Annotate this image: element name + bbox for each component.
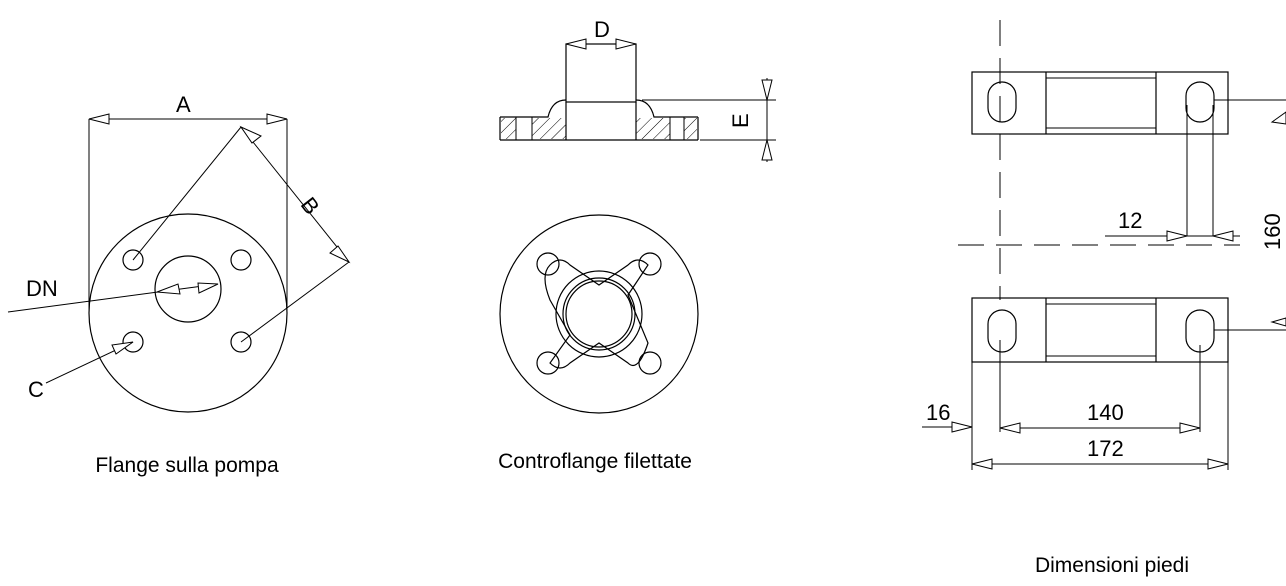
counterflange-top-view [499, 214, 699, 414]
dimension-a-label: A [176, 92, 191, 117]
counterflange-hole [536, 252, 560, 276]
dimension-172-label: 172 [1087, 436, 1124, 461]
dimension-172: 172 [971, 436, 1229, 470]
dimension-dn-label: DN [26, 276, 58, 301]
dimension-12: 12 [1105, 208, 1240, 242]
foot-bottom [971, 297, 1229, 363]
counterflange-hole [638, 351, 662, 375]
flange-outer-circle [88, 213, 288, 413]
dimension-160-label: 160 [1260, 213, 1285, 250]
dimension-c: C [28, 341, 134, 402]
dimension-140-label: 140 [1087, 400, 1124, 425]
dimension-e-label: E [728, 113, 753, 128]
counterflange-hole [638, 252, 662, 276]
counterflange-hole [536, 351, 560, 375]
dimension-b-label: B [296, 192, 325, 219]
counterflange-section [499, 43, 699, 141]
dimension-140: 140 [999, 400, 1201, 434]
dimension-16-label: 16 [926, 400, 950, 425]
dimension-c-label: C [28, 377, 44, 402]
dimension-12-label: 12 [1118, 208, 1142, 233]
dimension-d: D [565, 17, 637, 50]
flange-bore-circle [154, 255, 222, 323]
flange-caption: Flange sulla pompa [95, 454, 279, 477]
foot-top [971, 71, 1229, 135]
dimension-b: B [132, 125, 351, 343]
dimension-16: 16 [922, 400, 973, 433]
feet-view: 12 160 16 140 172 Dimensioni pie [922, 20, 1286, 577]
flange-bolt-hole [230, 331, 252, 353]
flange-bolt-hole [230, 249, 252, 271]
foot-slot [1185, 81, 1215, 123]
flange-bolt-hole [122, 331, 144, 353]
dimension-a: A [88, 92, 288, 313]
foot-slot [987, 81, 1017, 123]
flange-view: A B DN C Flange sulla pompa [7, 92, 351, 477]
counterflange-caption: Controflange filettate [498, 450, 692, 473]
feet-caption: Dimensioni piedi [1035, 554, 1189, 577]
dimension-e: E [642, 78, 776, 162]
dimension-dn: DN [7, 276, 219, 313]
counterflange-view: D E Controflange filettate [498, 17, 776, 473]
foot-slot [987, 309, 1017, 353]
dimension-d-label: D [594, 17, 610, 42]
flange-bolt-hole [122, 249, 144, 271]
